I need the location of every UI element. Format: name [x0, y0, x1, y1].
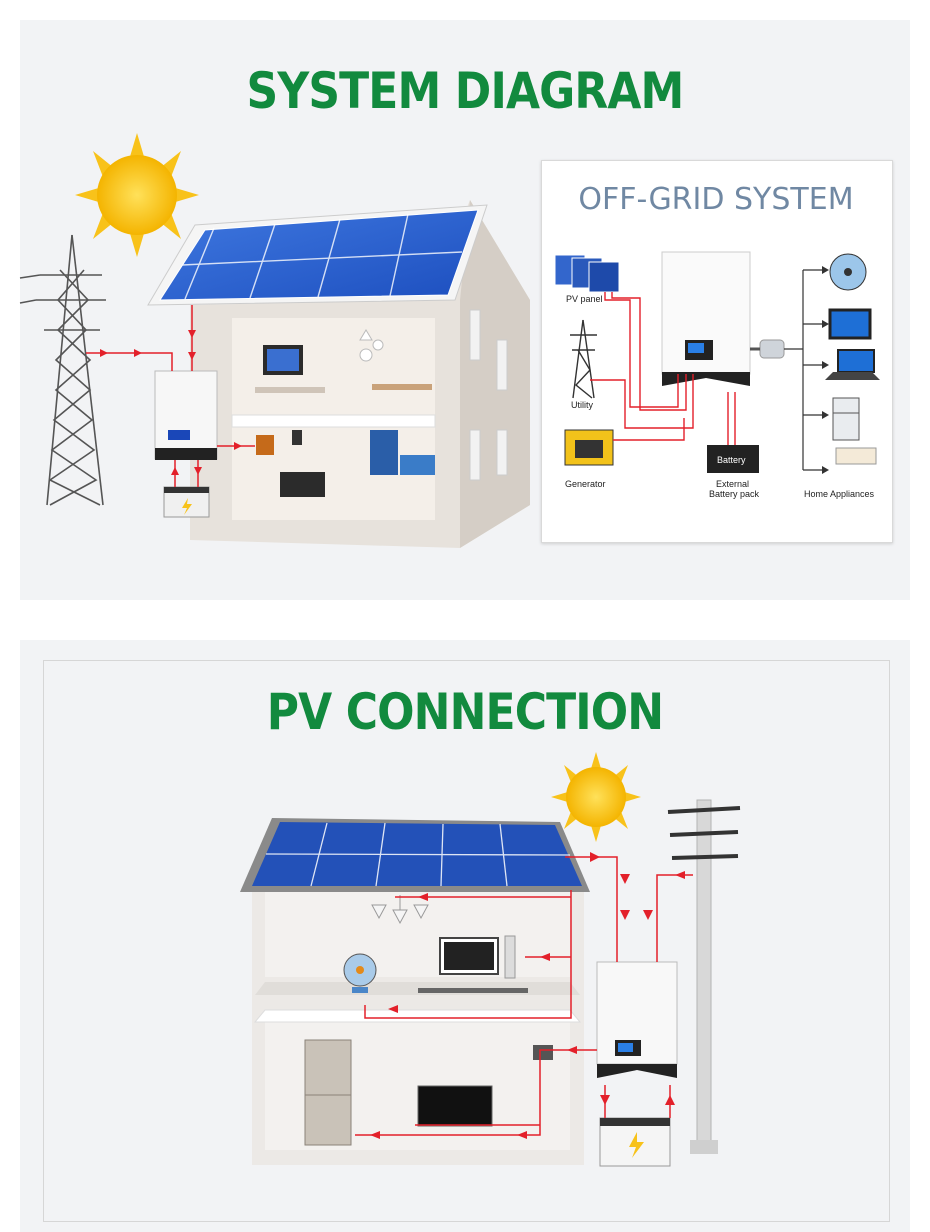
computer-icon — [418, 935, 528, 993]
monitor-icon — [828, 308, 872, 340]
power-tower-icon — [19, 234, 106, 506]
tv-icon — [417, 1085, 493, 1127]
plug-icon — [750, 339, 785, 359]
air-conditioner-icon — [835, 447, 877, 465]
pv-connection-title: PV CONNECTION — [266, 683, 664, 741]
sun-icon — [75, 133, 199, 257]
meter-icon — [533, 1045, 553, 1060]
utility-pole-icon — [667, 799, 741, 1154]
utility-tower-icon — [570, 319, 597, 399]
generator-icon — [564, 429, 614, 466]
house-illustration-2 — [240, 818, 590, 1165]
battery-icon — [163, 486, 210, 518]
house-illustration — [147, 200, 530, 548]
inverter-icon — [154, 370, 218, 460]
fan-icon-2 — [343, 953, 377, 993]
offgrid-title: OFF-GRID SYSTEM — [578, 182, 854, 217]
external-battery-label-2: Battery pack — [709, 489, 760, 499]
pv-panel-icon — [554, 254, 620, 293]
offgrid-diagram — [554, 251, 880, 474]
offgrid-battery-icon — [707, 445, 759, 473]
system-diagram-illustration — [19, 133, 530, 548]
fan-icon — [829, 253, 867, 291]
external-battery-label: External — [716, 479, 750, 489]
utility-label: Utility — [571, 400, 593, 410]
fridge-icon-2 — [304, 1039, 352, 1146]
battery-label: Battery — [717, 455, 746, 465]
generator-label: Generator — [565, 479, 606, 489]
offgrid-inverter-icon — [661, 251, 751, 386]
sun-icon-2 — [551, 752, 641, 842]
inverter-icon-2 — [596, 961, 678, 1078]
system-diagram-title: SYSTEM DIAGRAM — [246, 62, 685, 120]
pv-panel-label: PV panel — [566, 294, 603, 304]
battery-icon-2 — [599, 1117, 671, 1167]
chandelier-icon — [371, 895, 429, 925]
home-appliances-label: Home Appliances — [804, 489, 875, 499]
laptop-icon — [825, 349, 880, 380]
fridge-icon — [832, 397, 860, 441]
